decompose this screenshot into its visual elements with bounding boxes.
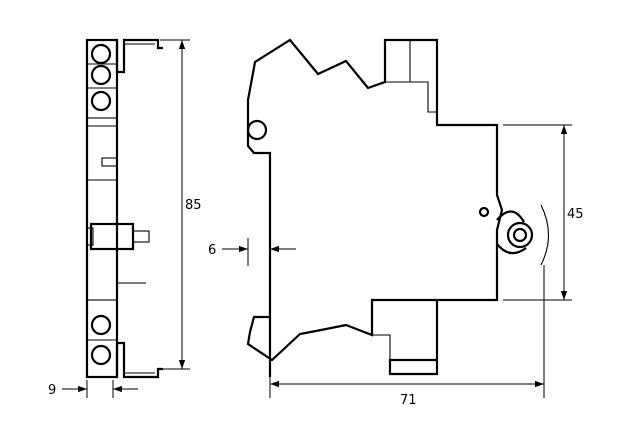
bottom-clip [115,341,163,379]
top-terminal-block [86,39,118,119]
front-view [246,38,549,377]
terminal-screw-1 [90,43,112,65]
dim-label-71: 71 [400,393,417,408]
dim-label-85: 85 [185,198,202,213]
front-top-detail [409,40,437,113]
side-latch [101,157,118,167]
dimension-height-lower: 45 [503,124,584,301]
front-bottom-detail [372,334,391,360]
latch-ring-outer [506,221,534,249]
terminal-screw-3 [90,90,112,112]
top-clip [115,38,163,74]
terminal-screw-5 [90,344,112,366]
terminal-screw-2 [90,64,112,86]
dim-label-6: 6 [208,243,216,258]
dim-label-9: 9 [48,383,56,398]
terminal-screw-4 [90,314,112,336]
bottom-terminal-block [86,299,118,378]
dimension-width-side: 9 [48,380,138,398]
dimension-rail-offset: 6 [208,238,296,266]
swing-arc [540,204,549,266]
front-view-outline [246,38,504,377]
dimension-length-total: 71 [269,265,545,408]
dim-label-45: 45 [567,207,584,222]
side-view [85,38,163,379]
test-point [478,206,490,218]
dimension-height-total: 85 [160,39,202,370]
release-knob [246,119,268,141]
side-pushbutton [89,222,135,251]
latch-ring-inner [512,227,528,243]
